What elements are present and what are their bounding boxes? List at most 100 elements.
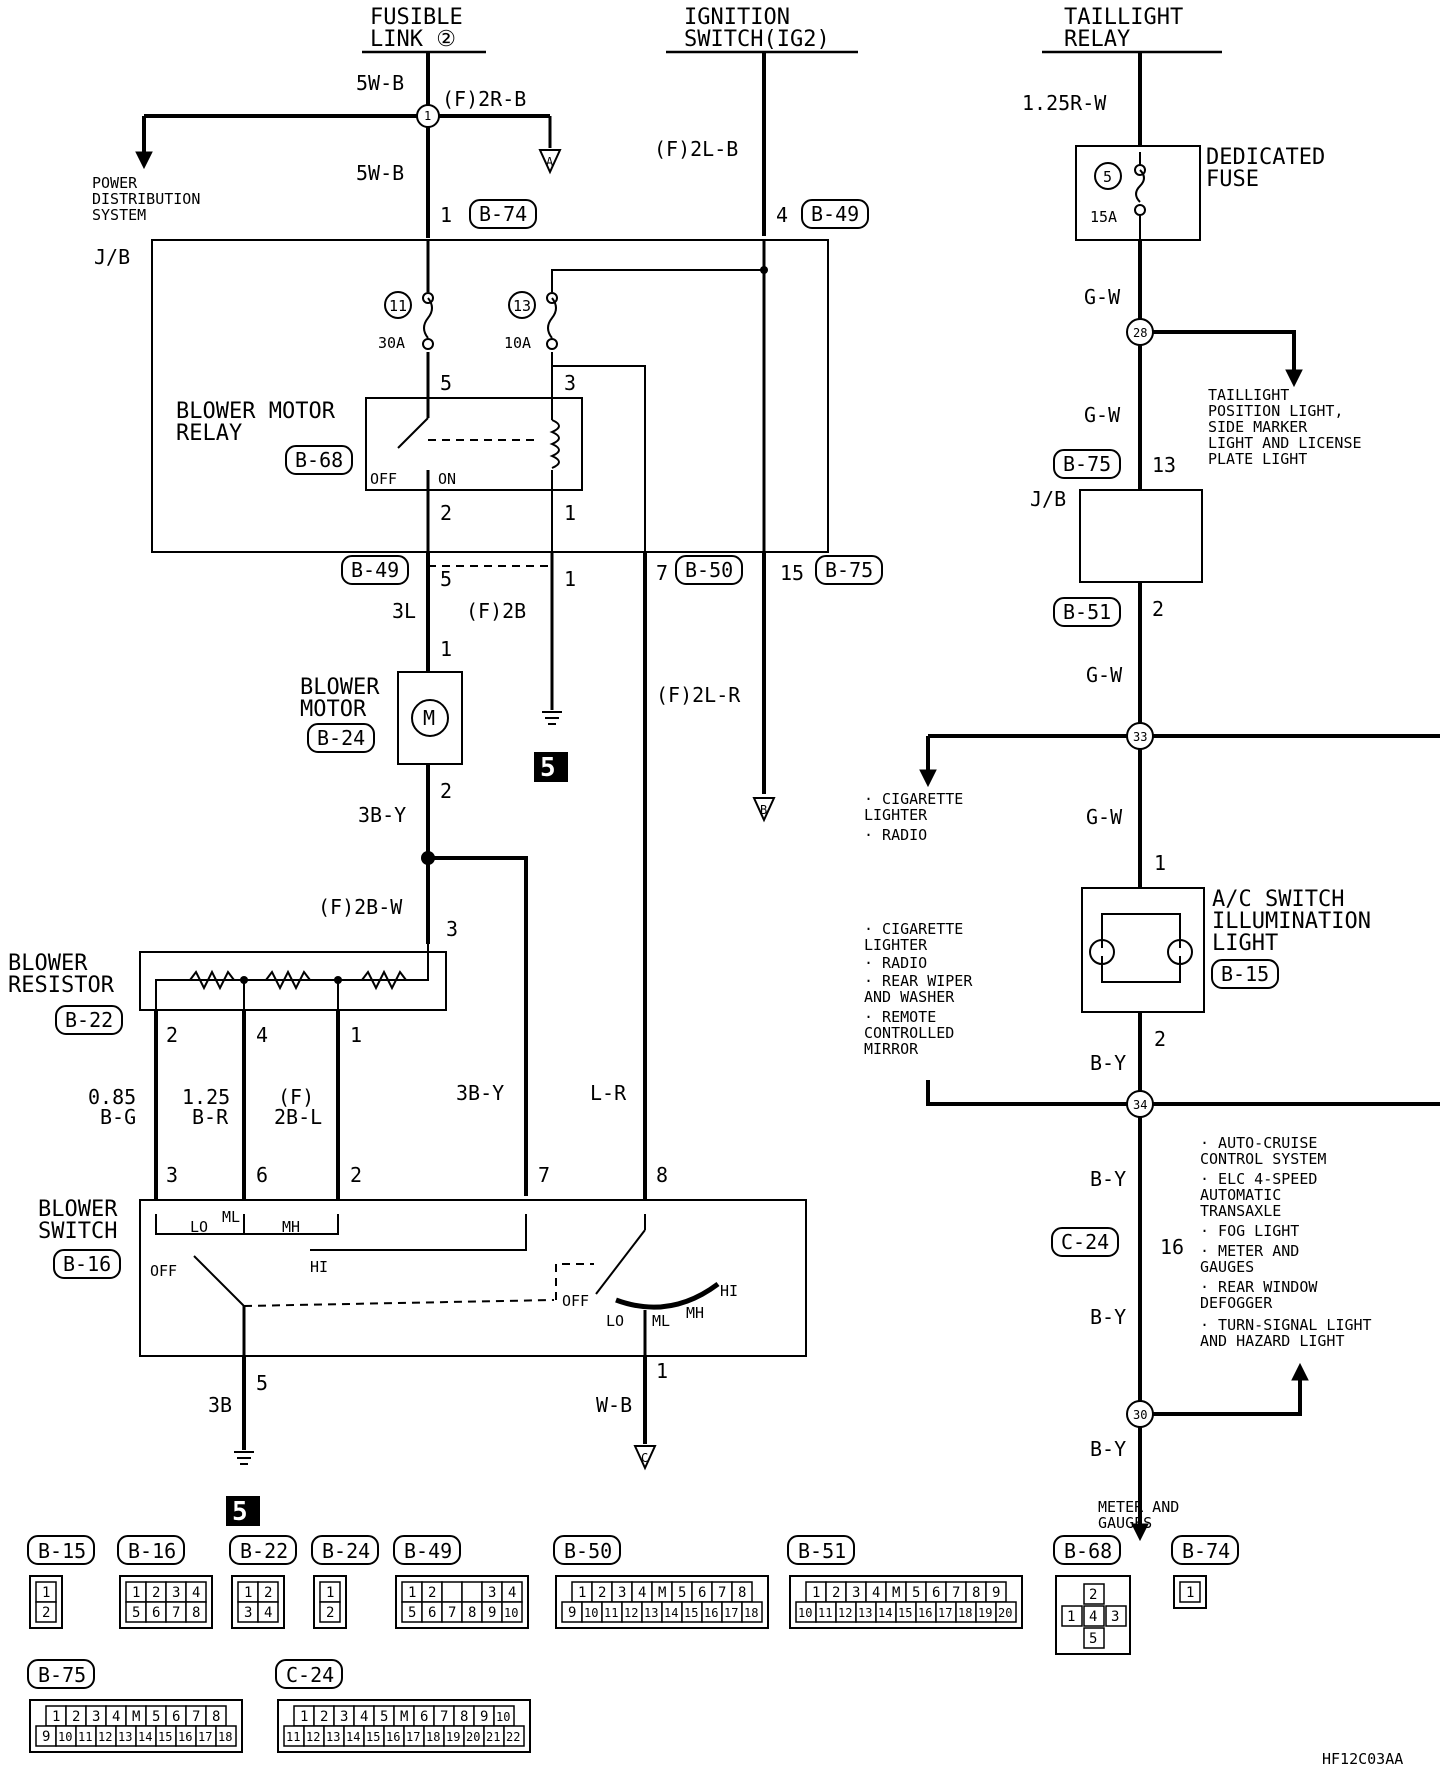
- pin-number: 1: [1154, 851, 1166, 875]
- pin-number: 5: [440, 371, 452, 395]
- legend-pin-number: 5: [152, 1709, 160, 1725]
- legend-connector-label: B-51: [798, 1539, 846, 1563]
- tail-dest: SIDE MARKER: [1208, 418, 1308, 436]
- dest-list2: MIRROR: [864, 1040, 919, 1058]
- legend-pin-number: 1: [812, 1585, 820, 1601]
- legend-pin-number: 4: [1089, 1609, 1097, 1625]
- switch-pos-mh: MH: [282, 1218, 300, 1236]
- legend-pin-cell: [501, 1601, 523, 1623]
- legend-pin-cell: [319, 1601, 341, 1623]
- legend-pin-number: 2: [42, 1605, 50, 1621]
- pin-number: 1: [564, 501, 576, 525]
- legend-pin-number: 3: [92, 1709, 100, 1725]
- legend-pin-number: 3: [488, 1585, 496, 1601]
- legend-pin-number: 1: [244, 1585, 252, 1601]
- legend-pin-number: 14: [664, 1606, 678, 1620]
- legend-pin-number: 22: [506, 1730, 520, 1744]
- legend-pin-number: 20: [998, 1606, 1012, 1620]
- fuse-number: 13: [513, 297, 531, 315]
- legend-pin-number: 8: [192, 1605, 200, 1621]
- to-connector-c: C: [641, 1451, 648, 1465]
- wire-label: 2B-L: [274, 1105, 322, 1129]
- legend-pin-number: 14: [878, 1606, 892, 1620]
- legend-pin-cell: [1083, 1627, 1105, 1649]
- wire-label: 3B-Y: [358, 803, 406, 827]
- pin-number: 4: [256, 1023, 268, 1047]
- legend-pin-number: 7: [192, 1709, 200, 1725]
- legend-pin-number: 18: [218, 1730, 232, 1744]
- legend-pin-number: 13: [326, 1730, 340, 1744]
- legend-pin-number: 7: [172, 1605, 180, 1621]
- connector-label: B-15: [1221, 962, 1269, 986]
- ac-switch-title-2: ILLUMINATION: [1212, 909, 1371, 934]
- pin-number: 5: [256, 1371, 268, 1395]
- legend-pin-number: 14: [346, 1730, 360, 1744]
- legend-pin-number: 2: [72, 1709, 80, 1725]
- legend-pin-number: 13: [858, 1606, 872, 1620]
- connector-label: B-74: [479, 202, 527, 226]
- connector-label: B-50: [685, 558, 733, 582]
- pds-label: POWER: [92, 174, 138, 192]
- dest-list3: · AUTO-CRUISE: [1200, 1134, 1317, 1152]
- dest-list3: GAUGES: [1200, 1258, 1254, 1276]
- legend-connector-body: [1055, 1575, 1131, 1655]
- legend-pin-number: 17: [198, 1730, 212, 1744]
- dest-list3: AND HAZARD LIGHT: [1200, 1332, 1345, 1350]
- legend-pin-number: M: [892, 1585, 900, 1601]
- legend-label-frame: [787, 1535, 855, 1565]
- wire-label: 5W-B: [356, 71, 404, 95]
- wire-label: 3B-Y: [456, 1081, 504, 1105]
- pin-number: 1: [440, 637, 452, 661]
- legend-pin-cell: [995, 1601, 1017, 1623]
- connector-label: B-75: [1063, 452, 1111, 476]
- pin-number: 8: [656, 1163, 668, 1187]
- legend-pin-number: 7: [448, 1605, 456, 1621]
- legend-pin-number: 18: [744, 1606, 758, 1620]
- meter-dest: METER AND: [1098, 1498, 1179, 1516]
- legend-connector-body: [231, 1575, 285, 1629]
- switch-pos-hi: HI: [310, 1258, 328, 1276]
- dest-list3: CONTROL SYSTEM: [1200, 1150, 1326, 1168]
- splice-number: 1: [424, 109, 431, 123]
- legend-connector-label: B-68: [1064, 1539, 1112, 1563]
- connector-label: C-24: [1061, 1230, 1109, 1254]
- legend-pin-number: 10: [58, 1730, 72, 1744]
- legend-pin-number: 1: [132, 1585, 140, 1601]
- wire-label: (F): [278, 1085, 314, 1109]
- legend-pin-cell: [1179, 1581, 1201, 1603]
- legend-pin-number: 16: [918, 1606, 932, 1620]
- legend-label-frame: [553, 1535, 621, 1565]
- tail-dest: LIGHT AND LICENSE: [1208, 434, 1362, 452]
- wire-label: 0.85: [88, 1085, 136, 1109]
- wire-label: 1.25R-W: [1022, 91, 1107, 115]
- fuse-number: 11: [389, 297, 407, 315]
- legend-pin-number: 4: [872, 1585, 880, 1601]
- legend-pin-cell: [1083, 1605, 1105, 1627]
- legend-connector-body: [119, 1575, 213, 1629]
- pin-number: 1: [564, 567, 576, 591]
- legend-pin-number: 9: [568, 1605, 576, 1621]
- pin-number: 2: [1152, 597, 1164, 621]
- legend-pin-number: 16: [386, 1730, 400, 1744]
- legend-pin-number: 20: [466, 1730, 480, 1744]
- dest-list3: · METER AND: [1200, 1242, 1299, 1260]
- fuse-amp: 30A: [378, 334, 405, 352]
- connector-label: B-49: [811, 202, 859, 226]
- legend-label-frame: [117, 1535, 185, 1565]
- legend-pin-cell: [741, 1601, 763, 1623]
- junction-block-label: J/B: [94, 245, 130, 269]
- legend-pin-number: 15: [684, 1606, 698, 1620]
- legend-pin-number: 8: [468, 1605, 476, 1621]
- legend-connector-body: [789, 1575, 1023, 1629]
- connector-label: B-51: [1063, 600, 1111, 624]
- pin-number: 1: [350, 1023, 362, 1047]
- legend-connector-label: B-49: [404, 1539, 452, 1563]
- connector-label: B-49: [351, 558, 399, 582]
- switch-title: BLOWER: [38, 1197, 118, 1222]
- pin-number: 2: [350, 1163, 362, 1187]
- splice-number: 28: [1133, 326, 1147, 340]
- legend-pin-number: 16: [704, 1606, 718, 1620]
- legend-pin-number: 1: [300, 1709, 308, 1725]
- legend-pin-number: 14: [138, 1730, 152, 1744]
